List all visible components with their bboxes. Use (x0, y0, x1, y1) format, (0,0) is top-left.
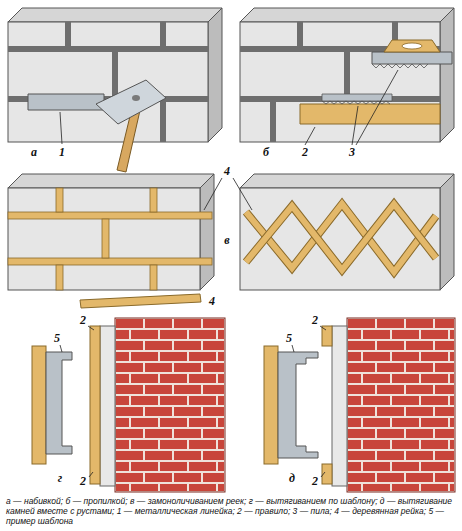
slab-v-lattice (240, 174, 454, 290)
callout-number: 2 (302, 146, 308, 158)
slab-a (8, 8, 222, 172)
template-d (264, 326, 347, 486)
metal-ruler (28, 94, 104, 110)
figure-caption: а — набивкой; б — пропилкой; в — замонол… (6, 496, 456, 526)
callout-number: 4 (224, 165, 230, 177)
callout-number: 5 (286, 332, 292, 344)
panel-letter: д (289, 472, 295, 484)
slab-v-grid (8, 174, 214, 308)
callout-number: 2 (80, 475, 86, 487)
callout-number: 3 (349, 146, 355, 158)
wooden-rule (300, 104, 440, 124)
saw (372, 52, 452, 64)
template-g (32, 326, 115, 486)
callout-number: 2 (312, 475, 318, 487)
slab-b (240, 8, 454, 145)
panel-letter: в (224, 234, 229, 246)
callout-number: 1 (59, 146, 65, 158)
callout-number: 2 (312, 314, 318, 326)
panel-letter: б (263, 146, 269, 158)
panel-letter: г (58, 472, 62, 484)
callout-number: 5 (54, 332, 60, 344)
brick-wall (115, 318, 225, 492)
hammer-head (96, 80, 166, 124)
brick-wall (347, 318, 455, 492)
loose-rail (80, 294, 201, 308)
callout-number: 2 (80, 314, 86, 326)
callout-number: 4 (209, 295, 215, 307)
panel-letter: а (31, 146, 37, 158)
